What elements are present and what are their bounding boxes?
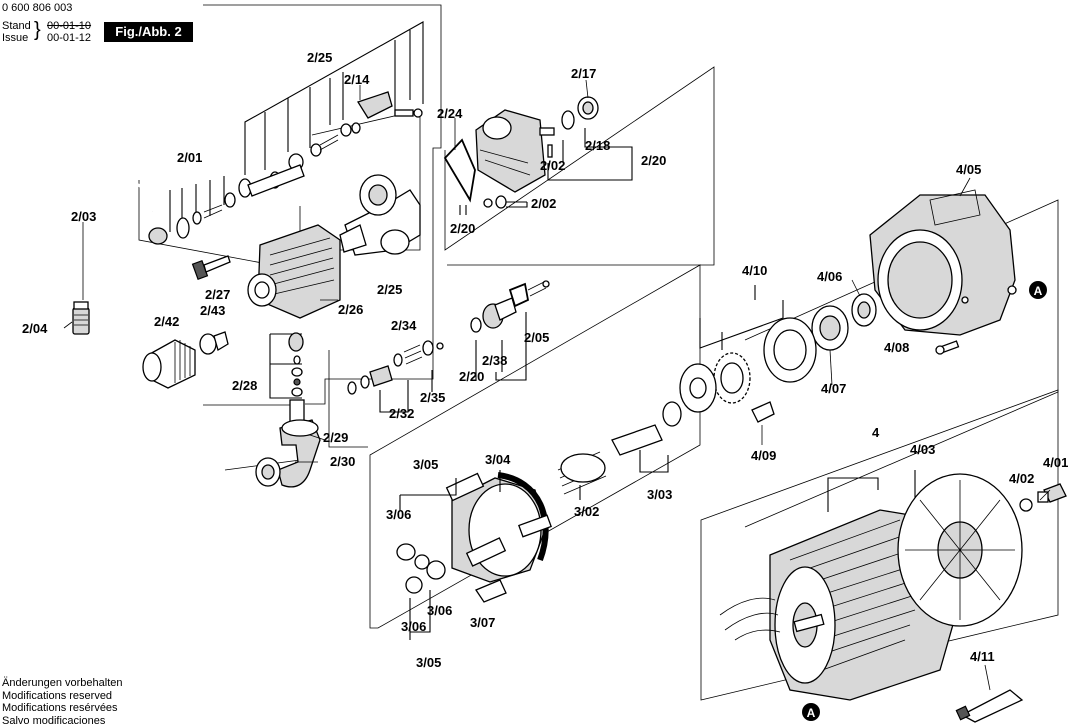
stand-date: 00-01-10 [47, 20, 92, 32]
label-2-34: 2/34 [391, 318, 417, 333]
ref-marker-a-top [1029, 281, 1047, 299]
ref-marker-a-bottom [802, 703, 820, 721]
ref-marker-a-bottom-label: A [807, 706, 816, 720]
label-4-11: 4/11 [970, 649, 995, 664]
label-2-24: 2/24 [437, 106, 463, 121]
footer-line-en: Modifications reserved [2, 689, 113, 702]
label-2-20-low: 2/20 [459, 369, 484, 384]
label-2-05: 2/05 [524, 330, 549, 345]
label-2-04: 2/04 [22, 321, 48, 336]
footer-line-fr: Modifications resérvées [2, 702, 118, 714]
label-2-29: 2/29 [323, 430, 348, 445]
part-number-labels: 2/25 2/14 2/24 2/17 2/01 2/18 2/20 2/02 … [22, 50, 1068, 670]
label-3-06-a: 3/06 [386, 507, 411, 522]
label-4-01: 4/01 [1043, 455, 1068, 470]
label-2-01: 2/01 [177, 150, 202, 165]
valve-insert-parts [347, 280, 550, 413]
label-2-02-b: 2/02 [531, 196, 556, 211]
footer-line-de: Änderungen vorbehalten [2, 677, 123, 689]
label-2-20-right: 2/20 [641, 153, 666, 168]
label-2-25-bottom: 2/25 [377, 282, 402, 297]
brace-icon: } [34, 19, 41, 41]
label-2-03: 2/03 [71, 209, 96, 224]
pump-head-parts [148, 21, 633, 319]
label-2-18: 2/18 [585, 138, 610, 153]
label-2-27: 2/27 [205, 287, 230, 302]
footer-notes: Änderungen vorbehalten Modifications res… [2, 677, 122, 727]
label-2-43: 2/43 [200, 303, 225, 318]
label-2-42: 2/42 [154, 314, 179, 329]
motor-assembly [719, 470, 1023, 701]
ref-marker-a-top-label: A [1034, 284, 1043, 298]
label-3-05-top: 3/05 [413, 457, 438, 472]
label-4-09: 4/09 [751, 448, 776, 463]
label-3-06-b: 3/06 [427, 603, 452, 618]
label-2-25-top: 2/25 [307, 50, 332, 65]
label-3-03: 3/03 [647, 487, 672, 502]
label-2-02-a: 2/02 [540, 158, 565, 173]
figure-badge: Fig./Abb. 2 [104, 22, 193, 42]
label-4-03: 4/03 [910, 442, 935, 457]
label-4-07: 4/07 [821, 381, 846, 396]
label-2-20-mid: 2/20 [450, 221, 475, 236]
pump-piston-parts [396, 424, 669, 640]
label-4-05: 4/05 [956, 162, 981, 177]
hose-assembly [54, 180, 154, 335]
leader-lines [63, 79, 1051, 691]
label-3-04: 3/04 [485, 452, 511, 467]
hose-connector [72, 307, 90, 335]
document-number: 0 600 806 003 [2, 2, 73, 14]
label-3-06-c: 3/06 [401, 619, 426, 634]
label-2-26: 2/26 [338, 302, 363, 317]
label-3-07: 3/07 [470, 615, 495, 630]
label-4: 4 [872, 425, 880, 440]
stand-label: Stand [2, 20, 31, 32]
issue-label: Issue [2, 32, 29, 44]
misc-small-parts [955, 483, 1067, 723]
footer-line-es: Salvo modificaciones [2, 714, 106, 727]
label-3-02: 3/02 [574, 504, 599, 519]
motor-end-shield [869, 189, 1017, 336]
label-4-08: 4/08 [884, 340, 909, 355]
inlet-connector-parts [142, 331, 321, 488]
label-3-05-bottom: 3/05 [416, 655, 441, 670]
label-2-28: 2/28 [232, 378, 257, 393]
label-2-17: 2/17 [571, 66, 596, 81]
label-2-14: 2/14 [344, 72, 370, 87]
label-4-10: 4/10 [742, 263, 767, 278]
label-4-06: 4/06 [817, 269, 842, 284]
label-2-30: 2/30 [330, 454, 355, 469]
label-2-32: 2/32 [389, 406, 414, 421]
label-4-02: 4/02 [1009, 471, 1034, 486]
label-2-35: 2/35 [420, 390, 445, 405]
issue-date: 00-01-12 [47, 32, 92, 44]
label-2-38: 2/38 [482, 353, 507, 368]
bearing-parts [662, 285, 960, 427]
